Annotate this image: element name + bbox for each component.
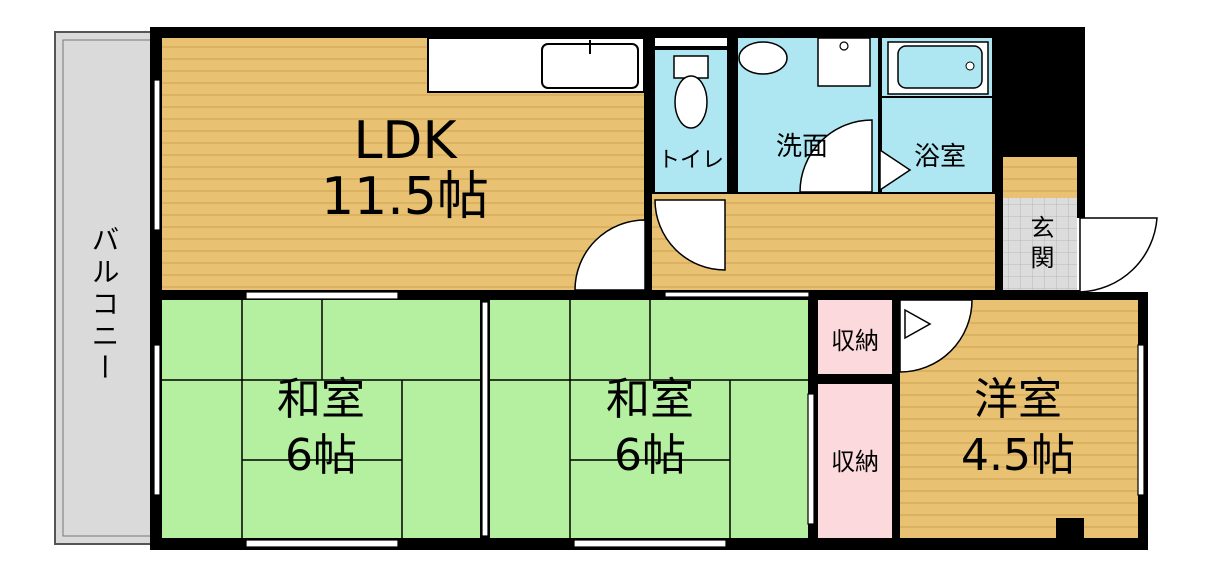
washitsu-center	[490, 300, 808, 538]
kitchen-counter	[427, 37, 645, 93]
toilet-room	[655, 50, 727, 192]
washitsu-center-name: 和室	[606, 374, 694, 425]
balcony	[54, 31, 156, 545]
ldk-door	[574, 219, 646, 291]
bath-door-indicator	[879, 148, 912, 192]
closet-upper-label: 収納	[831, 327, 879, 355]
ldk-name-label: LDK	[353, 111, 458, 171]
yoshitsu-size: 4.5帖	[961, 430, 1075, 481]
closet-upper	[818, 300, 892, 374]
washitsu-center-size: 6帖	[614, 430, 686, 481]
washitsu-left-name: 和室	[277, 374, 365, 425]
yoshitsu-name: 洋室	[974, 374, 1062, 425]
washitsu-left	[162, 300, 480, 538]
washroom	[738, 37, 878, 193]
window-marks	[153, 79, 1145, 548]
washroom-label: 洗面	[776, 132, 828, 162]
washitsu-left-size: 6帖	[285, 430, 357, 481]
balcony-label: バルコニー	[88, 225, 121, 385]
bathroom-label: 浴室	[914, 142, 966, 172]
column	[1056, 518, 1084, 542]
closet-lower	[818, 384, 892, 538]
pipe-shaft	[995, 27, 1085, 157]
ldk-size-label: 11.5帖	[321, 167, 489, 227]
toilet-door	[654, 199, 726, 271]
entrance-label: 玄関	[1026, 215, 1054, 275]
toilet-label: トイレ	[658, 148, 724, 173]
closet-lower-label: 収納	[831, 448, 879, 476]
entrance	[1003, 157, 1158, 293]
